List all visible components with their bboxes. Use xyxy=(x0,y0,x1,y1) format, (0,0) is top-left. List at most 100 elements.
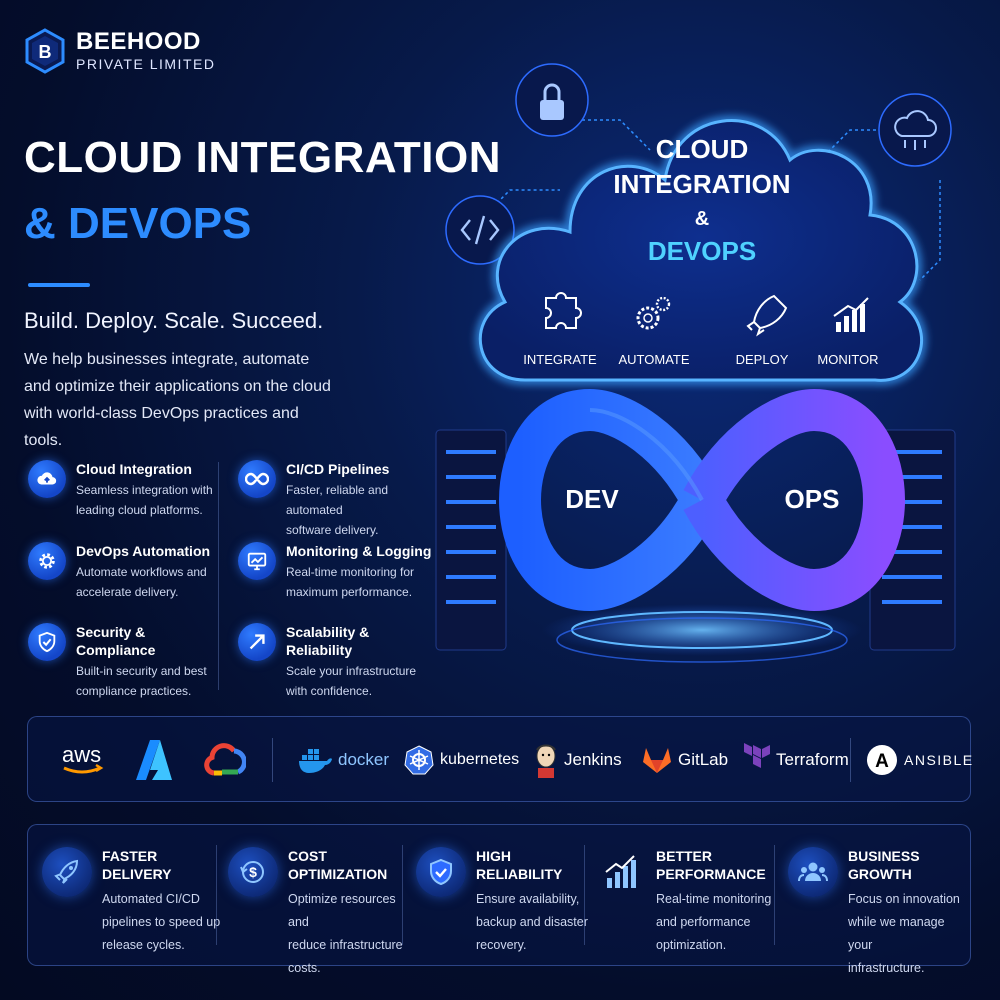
tools-strip: aws docker kubernetes xyxy=(27,716,974,803)
feature-cicd-pipelines: CI/CD Pipelines Faster, reliable and aut… xyxy=(238,460,438,540)
svg-text:B: B xyxy=(39,42,52,62)
feature-security-compliance: Security & Compliance Built-in security … xyxy=(28,623,228,701)
tool-separator xyxy=(272,738,273,782)
tagline: Build. Deploy. Scale. Succeed. xyxy=(24,308,324,333)
benefit-title: HIGH RELIABILITY xyxy=(476,848,563,882)
cloud-title-line2: INTEGRATION xyxy=(613,169,790,199)
tool-kubernetes: kubernetes xyxy=(404,717,519,803)
benefit-title: BETTER PERFORMANCE xyxy=(656,848,766,882)
cloud-upload-icon xyxy=(28,460,66,498)
cloud-title-line3: & xyxy=(695,208,709,230)
gears-icon xyxy=(636,296,671,330)
hexagon-logo-icon: B xyxy=(25,28,65,74)
docker-logo xyxy=(299,749,332,773)
hero-description: We help businesses integrate, automate a… xyxy=(24,351,331,449)
svg-text:AUTOMATE: AUTOMATE xyxy=(618,352,689,367)
benefit-title: COST OPTIMIZATION xyxy=(288,848,388,882)
brand-logo: B BEEHOOD PRIVATE LIMITED xyxy=(24,28,215,74)
monitor-chart-icon xyxy=(238,542,276,580)
gear-icon xyxy=(28,542,66,580)
tool-ansible: A ANSIBLE xyxy=(866,717,974,803)
cloud-title-line1: CLOUD xyxy=(656,134,748,164)
benefit-separator xyxy=(774,845,775,945)
feature-cloud-integration: Cloud Integration Seamless integration w… xyxy=(28,460,228,520)
benefit-title: FASTER DELIVERY xyxy=(102,848,172,882)
svg-text:MONITOR: MONITOR xyxy=(817,352,878,367)
code-icon xyxy=(445,195,515,265)
feature-title: DevOps Automation xyxy=(76,543,211,559)
cloud-devops-illustration: CLOUD INTEGRATION & DEVOPS INTEGRATE AUT… xyxy=(435,63,956,663)
feature-monitoring-logging: Monitoring & Logging Real-time monitorin… xyxy=(238,542,438,602)
title-underline xyxy=(28,283,90,287)
svg-text:A: A xyxy=(875,751,889,772)
benefit-separator xyxy=(402,845,403,945)
jenkins-logo xyxy=(536,744,556,778)
infinity-label-dev: DEV xyxy=(565,484,619,514)
feature-divider xyxy=(218,462,219,690)
google-cloud-logo xyxy=(204,743,246,776)
infinity-icon xyxy=(238,460,276,498)
svg-text:INTEGRATE: INTEGRATE xyxy=(523,352,597,367)
puzzle-icon xyxy=(545,292,582,329)
svg-text:aws: aws xyxy=(62,742,101,767)
feature-title: Scalability & Reliability xyxy=(286,624,370,658)
page-title-line2: & DEVOPS xyxy=(24,199,252,248)
lock-icon xyxy=(515,63,589,137)
aws-logo: aws xyxy=(62,742,104,774)
brand-subtitle: PRIVATE LIMITED xyxy=(76,56,216,72)
arrow-up-right-icon xyxy=(238,623,276,661)
feature-title: Security & Compliance xyxy=(76,624,156,658)
infinity-label-ops: OPS xyxy=(785,484,840,514)
rocket-icon xyxy=(42,847,92,897)
page-title-line1: CLOUD INTEGRATION xyxy=(24,133,501,182)
tool-jenkins: Jenkins xyxy=(534,717,622,803)
team-icon xyxy=(788,847,838,897)
tool-azure xyxy=(136,717,172,803)
svg-text:DEPLOY: DEPLOY xyxy=(736,352,789,367)
benefit-high-reliability: HIGH RELIABILITY Ensure availability,bac… xyxy=(416,847,596,957)
benefit-title: BUSINESS GROWTH xyxy=(848,848,920,882)
bar-chart-icon xyxy=(833,297,869,332)
bar-chart-up-icon xyxy=(596,847,646,897)
tool-aws: aws xyxy=(58,717,108,803)
pedestal-glow xyxy=(542,604,862,656)
kubernetes-logo xyxy=(404,745,434,775)
svg-text:$: $ xyxy=(249,864,257,880)
feature-title: Monitoring & Logging xyxy=(286,543,432,559)
tool-separator xyxy=(850,738,851,782)
tool-terraform: Terraform xyxy=(744,717,849,803)
gitlab-logo xyxy=(643,748,671,773)
step-integrate: INTEGRATE xyxy=(523,292,597,367)
ansible-logo: A xyxy=(867,745,897,775)
tool-docker: docker xyxy=(298,717,389,803)
tool-google-cloud xyxy=(204,717,246,803)
benefit-separator xyxy=(584,845,585,945)
azure-logo xyxy=(136,740,172,780)
feature-scalability-reliability: Scalability & Reliability Scale your inf… xyxy=(238,623,438,701)
cloud-title-line4: DEVOPS xyxy=(648,236,756,266)
devops-infinity-loop xyxy=(498,388,906,612)
step-monitor: MONITOR xyxy=(817,297,879,367)
brand-name: BEEHOOD xyxy=(76,28,201,55)
step-deploy: DEPLOY xyxy=(736,294,789,367)
cloud-network-icon xyxy=(878,93,952,167)
shield-check-icon xyxy=(416,847,466,897)
tool-gitlab: GitLab xyxy=(642,717,728,803)
feature-devops-automation: DevOps Automation Automate workflows and… xyxy=(28,542,228,602)
dollar-cycle-icon: $ xyxy=(228,847,278,897)
server-rack-left xyxy=(435,429,507,651)
feature-title: Cloud Integration xyxy=(76,461,192,477)
